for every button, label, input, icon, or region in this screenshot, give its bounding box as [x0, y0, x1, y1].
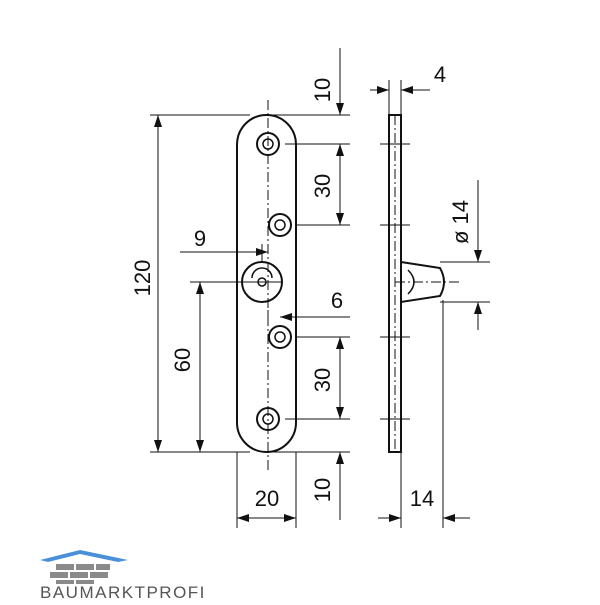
- pin-side: [400, 260, 445, 304]
- baumarktprofi-logo: BAUMARKTPROFI: [40, 550, 206, 602]
- upper-middle-hole: [268, 213, 292, 237]
- dim-offset-9: 9: [194, 226, 206, 251]
- dim-width: 20: [255, 486, 279, 511]
- front-view: [150, 100, 350, 528]
- dim-thickness: 4: [434, 62, 446, 87]
- logo-bricks-icon: [50, 564, 110, 584]
- dim-offset-6: 6: [331, 288, 343, 313]
- dim-height-60: 60: [170, 348, 195, 372]
- side-view: [370, 80, 490, 528]
- dimension-lines: [154, 48, 350, 522]
- dim-pin-diameter: ø 14: [448, 200, 473, 244]
- extension-lines: [150, 114, 350, 528]
- dim-lower-spacing: 30: [310, 368, 335, 392]
- top-hole: [256, 132, 280, 156]
- dimension-labels: 10 30 120 9 60 6 30 10 20 4 ø 14 14: [130, 62, 473, 511]
- lower-middle-hole: [268, 325, 292, 349]
- dim-total-height: 120: [130, 260, 155, 297]
- dim-bottom-margin: 10: [310, 478, 335, 502]
- logo-text: BAUMARKTPROFI: [40, 583, 206, 600]
- plate-outline: [236, 114, 297, 453]
- dim-upper-spacing: 30: [310, 174, 335, 198]
- dim-top-margin: 10: [310, 78, 335, 102]
- bottom-hole: [256, 407, 280, 431]
- pin-front: [241, 261, 283, 303]
- dim-pin-length: 14: [410, 486, 434, 511]
- logo-roof-icon: [40, 550, 128, 562]
